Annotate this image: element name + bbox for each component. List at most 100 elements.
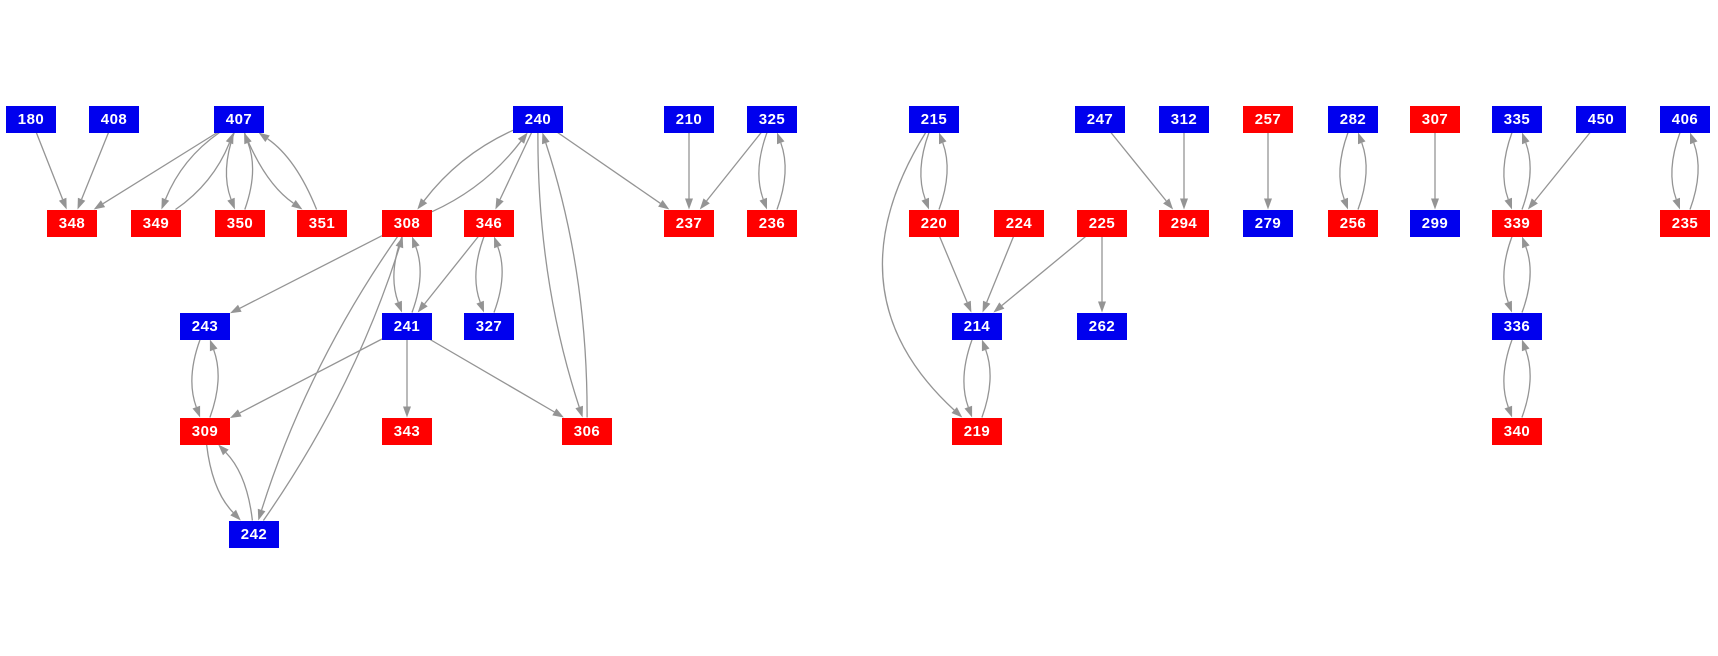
edge-241-343: [403, 339, 411, 418]
arrowhead: [921, 197, 929, 210]
node-336[interactable]: 336: [1492, 312, 1542, 340]
node-label: 243: [191, 317, 219, 335]
edge-235-406: [1689, 132, 1699, 210]
node-406[interactable]: 406: [1660, 105, 1710, 133]
arrowhead: [494, 236, 502, 249]
node-256[interactable]: 256: [1328, 209, 1378, 237]
node-224[interactable]: 224: [994, 209, 1044, 237]
node-282[interactable]: 282: [1328, 105, 1378, 133]
arrowhead: [209, 339, 218, 352]
node-210[interactable]: 210: [664, 105, 714, 133]
node-247[interactable]: 247: [1075, 105, 1125, 133]
edge-257-279: [1264, 132, 1272, 210]
node-label: 351: [308, 214, 336, 232]
node-237[interactable]: 237: [664, 209, 714, 237]
edge-242-309: [218, 444, 254, 521]
edge-210-237: [685, 132, 693, 210]
node-308[interactable]: 308: [382, 209, 432, 237]
node-241[interactable]: 241: [382, 312, 432, 340]
node-label: 219: [963, 422, 991, 440]
node-label: 224: [1005, 214, 1033, 232]
arrowhead: [395, 236, 404, 249]
node-294[interactable]: 294: [1159, 209, 1209, 237]
arrowhead: [981, 339, 990, 352]
node-label: 247: [1086, 110, 1114, 128]
node-235[interactable]: 235: [1660, 209, 1710, 237]
node-label: 279: [1254, 214, 1282, 232]
node-346[interactable]: 346: [464, 209, 514, 237]
node-label: 350: [226, 214, 254, 232]
node-label: 308: [393, 214, 421, 232]
node-339[interactable]: 339: [1492, 209, 1542, 237]
edge-256-282: [1357, 132, 1367, 210]
node-label: 335: [1503, 110, 1531, 128]
node-219[interactable]: 219: [952, 417, 1002, 445]
edge-307-299: [1431, 132, 1439, 210]
node-label: 299: [1421, 214, 1449, 232]
arrowhead: [1163, 198, 1174, 210]
node-180[interactable]: 180: [6, 105, 56, 133]
node-349[interactable]: 349: [131, 209, 181, 237]
node-label: 180: [17, 110, 45, 128]
node-408[interactable]: 408: [89, 105, 139, 133]
edge-180-348: [35, 132, 67, 210]
arrowhead: [1504, 405, 1513, 418]
edge-309-243: [209, 339, 219, 418]
node-335[interactable]: 335: [1492, 105, 1542, 133]
node-225[interactable]: 225: [1077, 209, 1127, 237]
node-327[interactable]: 327: [464, 312, 514, 340]
node-label: 236: [758, 214, 786, 232]
node-450[interactable]: 450: [1576, 105, 1626, 133]
edge-225-214: [993, 235, 1087, 313]
node-343[interactable]: 343: [382, 417, 432, 445]
node-306[interactable]: 306: [562, 417, 612, 445]
node-279[interactable]: 279: [1243, 209, 1293, 237]
node-257[interactable]: 257: [1243, 105, 1293, 133]
edge-225-262: [1098, 236, 1106, 313]
arrowhead: [658, 200, 670, 210]
arrowhead: [1521, 339, 1530, 352]
node-242[interactable]: 242: [229, 520, 279, 548]
node-299[interactable]: 299: [1410, 209, 1460, 237]
node-307[interactable]: 307: [1410, 105, 1460, 133]
edge-243-309: [191, 339, 201, 418]
edge-241-308: [411, 236, 421, 313]
node-215[interactable]: 215: [909, 105, 959, 133]
node-348[interactable]: 348: [47, 209, 97, 237]
edge-406-235: [1671, 132, 1681, 210]
arrowhead: [417, 198, 428, 210]
node-407[interactable]: 407: [214, 105, 264, 133]
node-label: 257: [1254, 110, 1282, 128]
arrowhead: [161, 197, 170, 210]
node-220[interactable]: 220: [909, 209, 959, 237]
edge-306-240: [542, 132, 588, 418]
edge-308-240: [431, 132, 528, 213]
edge-215-220: [920, 132, 930, 210]
arrowhead: [1522, 132, 1530, 145]
node-312[interactable]: 312: [1159, 105, 1209, 133]
edge-408-348: [77, 132, 110, 210]
node-label: 262: [1088, 317, 1116, 335]
node-label: 237: [675, 214, 703, 232]
node-340[interactable]: 340: [1492, 417, 1542, 445]
edge-224-214: [982, 236, 1015, 313]
edge-327-346: [493, 236, 503, 313]
arrowhead: [1504, 197, 1512, 210]
edge-407-351: [243, 132, 303, 210]
arrowhead: [476, 300, 484, 313]
arrowhead: [77, 197, 86, 210]
edge-247-294: [1110, 132, 1174, 210]
node-214[interactable]: 214: [952, 312, 1002, 340]
node-243[interactable]: 243: [180, 312, 230, 340]
node-325[interactable]: 325: [747, 105, 797, 133]
node-309[interactable]: 309: [180, 417, 230, 445]
arrowhead: [963, 300, 972, 313]
node-262[interactable]: 262: [1077, 312, 1127, 340]
node-236[interactable]: 236: [747, 209, 797, 237]
node-350[interactable]: 350: [215, 209, 265, 237]
node-240[interactable]: 240: [513, 105, 563, 133]
arrowhead: [1504, 300, 1512, 313]
edge-215-219: [881, 132, 963, 418]
node-351[interactable]: 351: [297, 209, 347, 237]
